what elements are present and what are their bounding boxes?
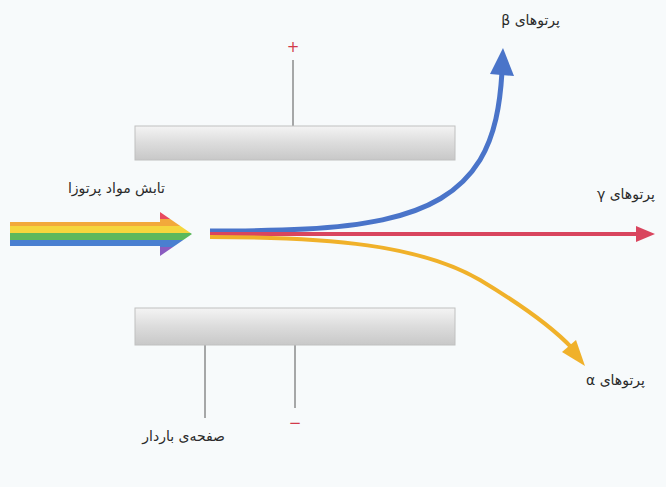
source-label: تابش مواد پرتوزا xyxy=(68,180,165,197)
leader-line xyxy=(205,345,206,418)
alpha-label: پرتوهای α xyxy=(586,372,645,389)
alpha-head xyxy=(562,340,585,366)
plus-wire xyxy=(293,60,294,126)
gamma-head xyxy=(636,226,655,242)
minus-sign: − xyxy=(289,414,302,432)
gamma-beam xyxy=(210,232,640,236)
beta-head xyxy=(490,48,514,76)
negative-plate xyxy=(135,308,455,345)
gamma-label: پرتوهای γ xyxy=(597,186,655,203)
radiation-arrow xyxy=(10,212,192,256)
minus-wire xyxy=(295,345,296,408)
plate-label: صفحه‌ی باردار xyxy=(142,428,225,445)
positive-plate xyxy=(135,126,455,160)
beta-label: پرتوهای β xyxy=(501,12,560,29)
beta-beam xyxy=(210,72,502,231)
plus-sign: + xyxy=(287,38,300,56)
alpha-beam xyxy=(210,237,572,348)
